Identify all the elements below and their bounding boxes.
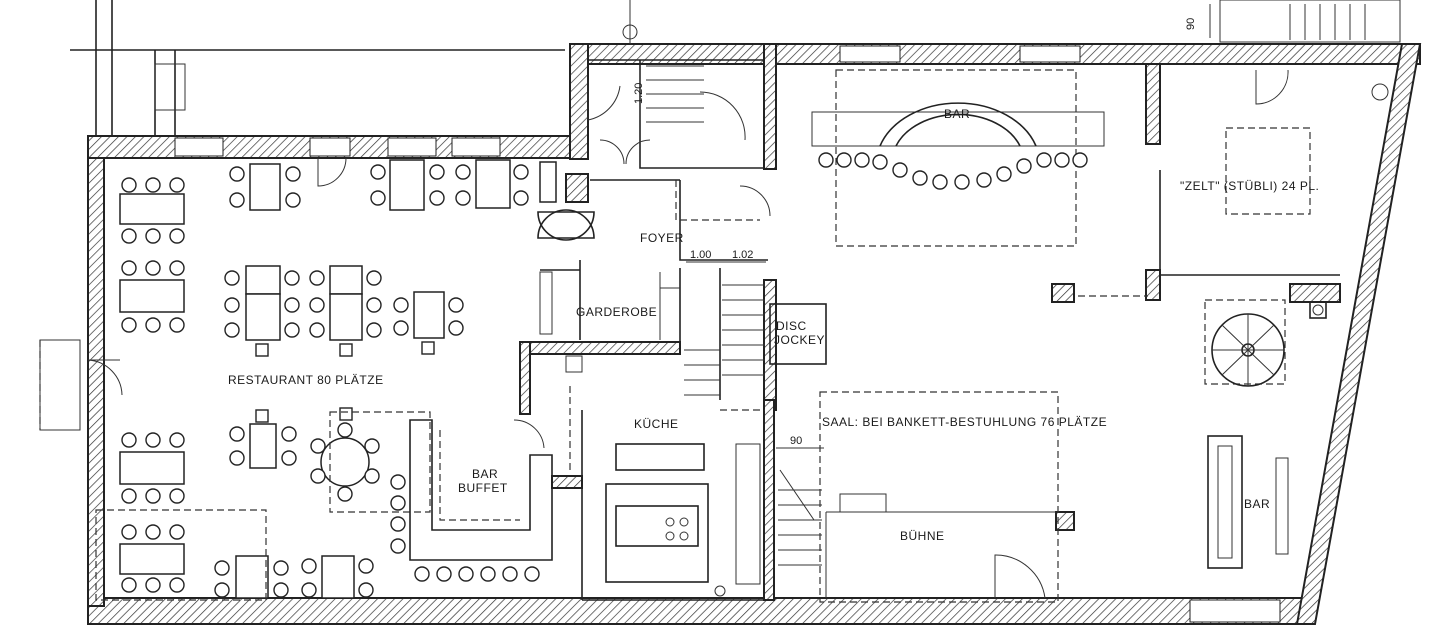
label-disc-2: JOCKEY (774, 333, 825, 347)
windows (174, 45, 1281, 623)
exterior-structure (39, 0, 1401, 431)
bar-buffet (390, 419, 553, 582)
label-buehne: BÜHNE (900, 529, 945, 543)
outer-walls (87, 43, 1422, 625)
interior-walls (519, 59, 1341, 601)
saal-hall (778, 391, 1059, 603)
label-restaurant: RESTAURANT 80 PLÄTZE (228, 373, 384, 387)
spiral-stair (1204, 299, 1327, 387)
label-saal: SAAL: BEI BANKETT-BESTUHLUNG 76 PLÄTZE (822, 415, 1107, 429)
room-labels: RESTAURANT 80 PLÄTZE BAR BUFFET FOYER GA… (228, 107, 1319, 543)
label-bar-top: BAR (944, 107, 970, 121)
disc-jockey-booth (769, 303, 827, 365)
dimension-labels: 1.20 1.00 1.02 90 90 (633, 18, 1197, 447)
label-bar-buffet-2: BUFFET (458, 481, 508, 495)
kitchen (565, 355, 765, 597)
dim-1-20: 1.20 (633, 83, 645, 104)
zelt-room (1225, 83, 1389, 215)
dimension-lines (639, 4, 1211, 449)
label-disc-1: DISC (776, 319, 807, 333)
label-foyer: FOYER (640, 231, 684, 245)
label-zelt: "ZELT" (STÜBLI) 24 PL. (1180, 179, 1319, 193)
doors (87, 69, 1289, 599)
dim-1-00: 1.00 (690, 249, 711, 261)
dim-1-02: 1.02 (732, 249, 753, 261)
dim-90-saal: 90 (790, 435, 802, 447)
label-bar-right: BAR (1244, 497, 1270, 511)
right-bar (1207, 435, 1289, 569)
restaurant-furniture (95, 159, 557, 601)
dim-90-top: 90 (1185, 18, 1197, 30)
label-garderobe: GARDEROBE (576, 305, 657, 319)
label-bar-buffet-1: BAR (472, 467, 498, 481)
hall-bar (811, 69, 1148, 297)
label-kueche: KÜCHE (634, 417, 679, 431)
foyer-area (537, 65, 765, 396)
